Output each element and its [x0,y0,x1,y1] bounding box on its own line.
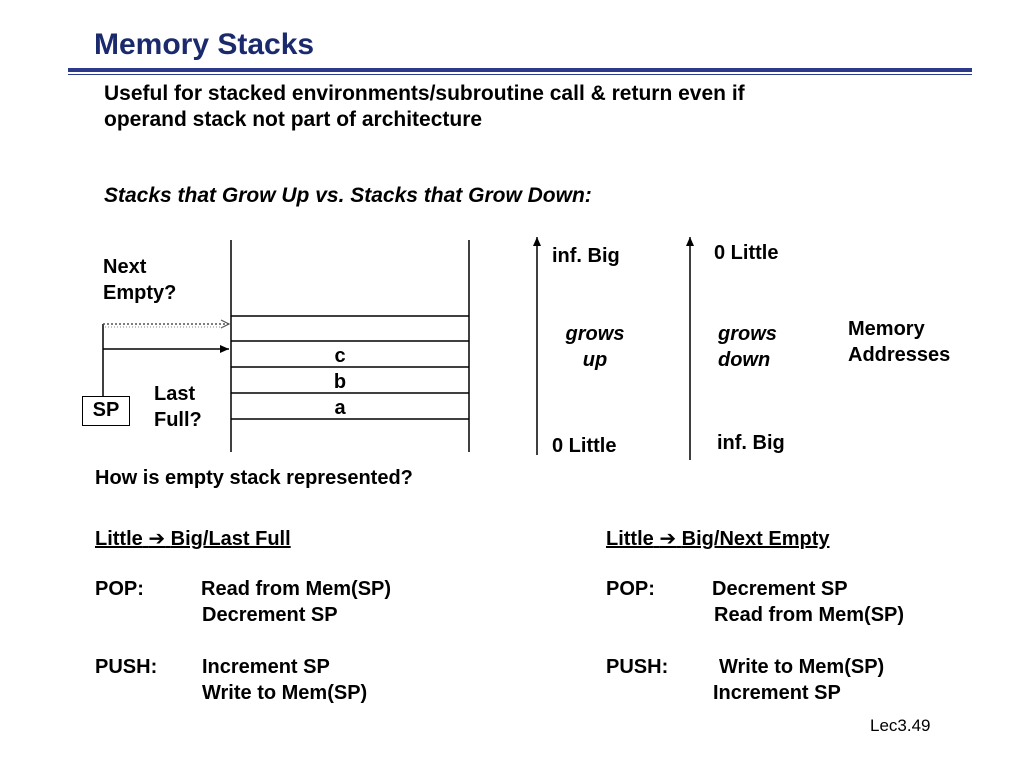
grows-up-label: grows up [565,323,625,371]
next-empty-label: Next Empty? [103,256,177,304]
grows-up-top-label: inf. Big [552,245,620,267]
right-pop-label: POP: [606,578,655,600]
left-pop-label: POP: [95,578,144,600]
right-push-label: PUSH: [606,656,669,678]
stack-cell-a: a [334,397,346,419]
left-push-step-2: Write to Mem(SP) [202,682,368,704]
grows-up-bottom-label: 0 Little [552,435,617,457]
slide-number: Lec3.49 [870,716,931,735]
grows-down-top-label: 0 Little [714,242,779,264]
right-arrow-icon: ➔ [148,528,166,550]
empty-stack-question: How is empty stack represented? [95,467,413,489]
right-pop-step-2: Read from Mem(SP) [714,604,905,626]
left-pop-step-1: Read from Mem(SP) [201,578,392,600]
left-column-heading: Little ➔ Big/Last Full [95,528,291,550]
right-push-step-2: Increment SP [713,682,841,704]
grows-down-label: grows down [718,323,777,371]
title-underline-thin [68,74,972,75]
left-push-step-1: Increment SP [202,656,330,678]
grows-down-bottom-label: inf. Big [717,432,785,454]
memory-addresses-label: Memory Addresses [848,318,951,366]
page-title: Memory Stacks [94,28,315,61]
stack-cell-c: c [334,345,346,367]
intro-line-2: operand stack not part of architecture [104,108,483,131]
left-push-label: PUSH: [95,656,158,678]
right-push-step-1: Write to Mem(SP) [719,656,885,678]
title-underline [68,68,972,72]
left-pop-step-2: Decrement SP [202,604,338,626]
right-column-heading: Little ➔ Big/Next Empty [606,528,830,550]
right-pop-step-1: Decrement SP [712,578,848,600]
subheading: Stacks that Grow Up vs. Stacks that Grow… [104,184,592,207]
intro-line-1: Useful for stacked environments/subrouti… [104,82,745,105]
sp-register-box: SP [82,396,130,426]
right-arrow-icon: ➔ [659,528,677,550]
stack-cell-b: b [333,371,347,393]
last-full-label: Last Full? [154,383,202,431]
